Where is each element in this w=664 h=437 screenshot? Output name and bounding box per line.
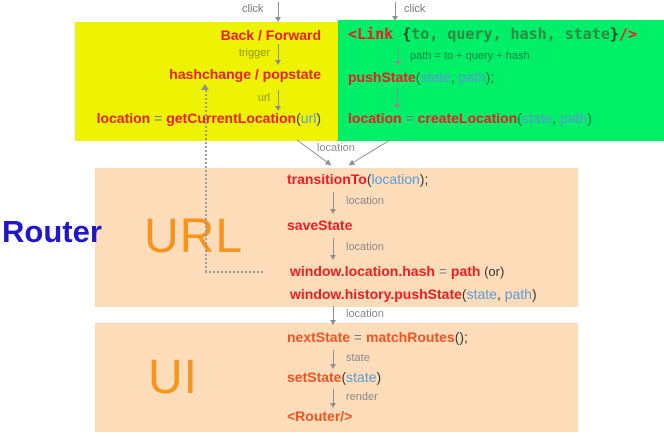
location-join-label: location	[317, 142, 355, 154]
render-arrow	[330, 389, 336, 408]
feedback-dotted-horizontal	[205, 271, 263, 273]
create-location-fn: createLocation	[417, 110, 518, 126]
get-current-location-line: location = getCurrentLocation(url)	[96, 110, 321, 126]
create-location-line: location = createLocation(state, path)	[348, 110, 592, 126]
trigger-arrow	[275, 44, 281, 65]
ui-watermark: UI	[148, 351, 198, 404]
location-arrow-1	[330, 192, 336, 214]
merge-arrows	[296, 139, 391, 166]
get-current-location-fn: getCurrentLocation	[166, 110, 297, 126]
state-label: state	[346, 352, 370, 364]
save-state-line: saveState	[287, 217, 353, 233]
state-param: state	[466, 286, 497, 302]
feedback-dotted-vertical	[205, 90, 207, 272]
link-component-box	[338, 20, 664, 141]
set-state-line: setState(state)	[287, 369, 382, 385]
router-label: Router	[2, 214, 102, 249]
url-param: url	[300, 110, 317, 126]
push-state-fn: pushState	[348, 69, 416, 85]
location-arrow-2	[330, 238, 336, 260]
location-keyword: location	[96, 110, 151, 126]
click-arrow-left	[275, 2, 281, 22]
set-state-fn: setState	[287, 369, 342, 385]
path-value: path	[450, 263, 481, 279]
url-arrow	[275, 90, 281, 111]
url-watermark: URL	[144, 210, 244, 263]
link-tag-close: />	[618, 25, 637, 43]
location-arrow-3	[330, 306, 336, 325]
transition-to-line: transitionTo(location);	[287, 171, 429, 187]
state-param: state	[521, 110, 553, 126]
location-hash-line: window.location.hash = path (or)	[290, 263, 505, 279]
click-arrow-right	[392, 2, 398, 21]
push-state-line: pushState(state, path);	[348, 69, 495, 85]
path-param: path	[560, 110, 588, 126]
history-push-state-line: window.history.pushState(state, path)	[290, 286, 537, 302]
location-label-1: location	[346, 195, 384, 207]
state-param: state	[420, 69, 451, 85]
path-param: path	[504, 286, 532, 302]
link-props: to, query, hash, state	[411, 25, 610, 43]
click-label-right: click	[404, 3, 426, 15]
ui-stage-box	[95, 323, 578, 432]
state-arrow	[330, 350, 336, 369]
location-label-3: location	[346, 308, 384, 320]
state-param: state	[346, 369, 377, 385]
next-state-keyword: nextState	[287, 329, 351, 345]
link-tag-open: <Link	[348, 25, 394, 43]
push-state-arrow	[394, 89, 400, 109]
location-label-2: location	[346, 241, 384, 253]
history-push-state-fn: window.history.pushState	[290, 286, 462, 302]
path-formula-arrow	[395, 47, 401, 66]
path-formula-label: path = to + query + hash	[410, 50, 530, 62]
click-label-left: click	[242, 3, 264, 15]
hashchange-popstate-event: hashchange / popstate	[169, 66, 321, 82]
feedback-arrowhead-icon	[201, 84, 209, 90]
match-routes-fn: matchRoutes	[366, 329, 455, 345]
url-stage-box	[95, 168, 578, 307]
trigger-label: trigger	[238, 47, 270, 59]
window-location-hash: window.location.hash	[290, 263, 435, 279]
url-arrow-label: url	[257, 92, 270, 104]
router-tag-line: <Router/>	[287, 408, 353, 424]
render-label: render	[346, 391, 378, 403]
link-component-line: <Link {to, query, hash, state}/>	[348, 25, 637, 43]
location-param: location	[371, 171, 420, 187]
back-forward-event: Back / Forward	[220, 27, 321, 43]
transition-to-fn: transitionTo	[287, 171, 367, 187]
next-state-line: nextState = matchRoutes();	[287, 329, 468, 345]
path-param: path	[458, 69, 486, 85]
location-keyword: location	[348, 110, 402, 126]
